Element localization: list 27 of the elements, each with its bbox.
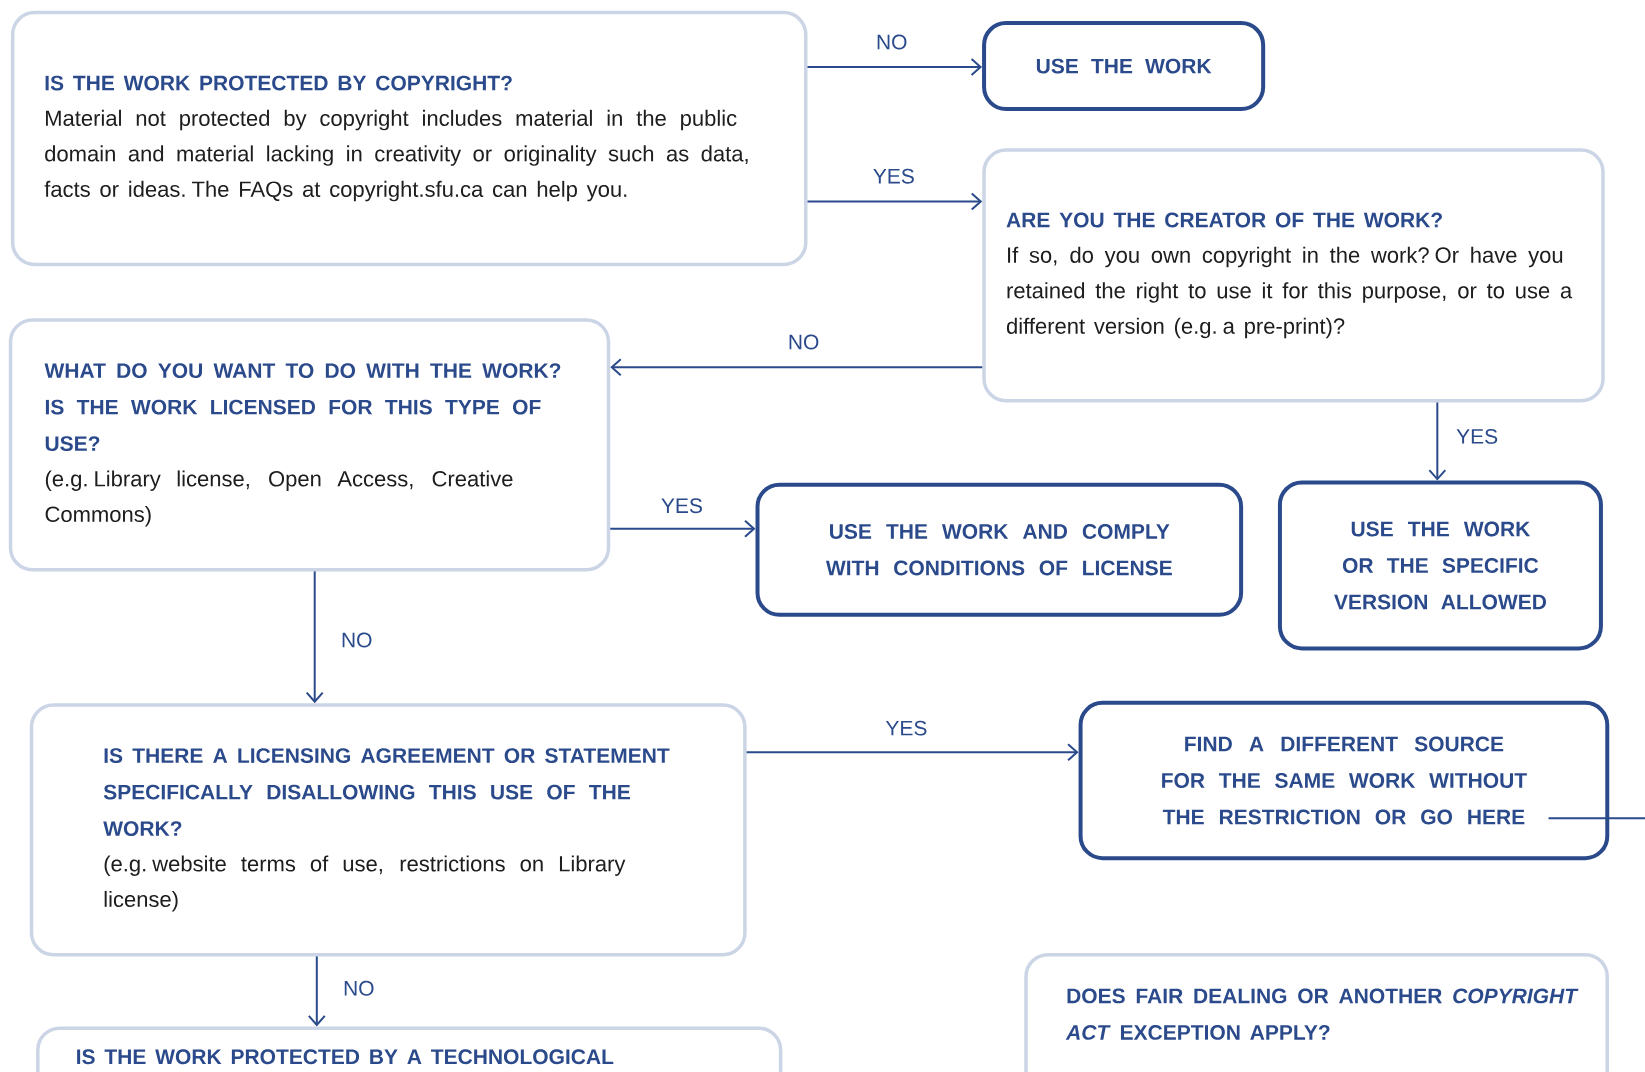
edge-label: NO xyxy=(786,333,821,351)
action-box: FIND A DIFFERENT SOURCE FOR THE SAME WORK WITHOUT THE RESTRICTION OR GO HERE xyxy=(1078,700,1610,861)
action-box: USE THE WORK OR THE SPECIFIC VERSION ALLOWED xyxy=(1277,480,1603,651)
edge-label: YES xyxy=(884,719,929,737)
action-box: USE THE WORK AND COMPLY WITH CONDITIONS OF LICENSE xyxy=(755,482,1244,617)
edge-label: YES xyxy=(1455,427,1500,445)
question-box: ARE YOU THE CREATOR OF THE WORK? If so, do you own copyright in the work? Or have you retained the right to use it for this purpose, or to use a different version (e.g. a pre-print)? xyxy=(982,148,1605,403)
arrow xyxy=(307,955,326,1027)
edge-label: NO xyxy=(342,979,376,997)
question-box: IS THERE A LICENSING AGREEMENT OR STATEMENT SPECIFICALLY DISALLOWING THIS USE OF THE WORK? (e.g. website terms of use, restrictions on Library license) xyxy=(29,703,747,957)
arrow xyxy=(806,192,983,211)
question-box: IS THE WORK PROTECTED BY A TECHNOLOGICAL xyxy=(36,1026,783,1072)
question-box: DOES FAIR DEALING OR ANOTHER COPYRIGHT ACT EXCEPTION APPLY? xyxy=(1024,952,1609,1072)
question-box: IS THE WORK PROTECTED BY COPYRIGHT? Material not protected by copyright includes material in the public domain and material lacking in creativity or originality such as data, facts or ideas. The FAQs at copyright.sfu.ca can help you. xyxy=(10,10,808,267)
edge-label: YES xyxy=(659,497,704,515)
connector-line xyxy=(1547,817,1645,820)
arrow xyxy=(610,358,984,377)
question-box: WHAT DO YOU WANT TO DO WITH THE WORK? IS THE WORK LICENSED FOR THIS TYPE OF USE? (e.g. Library license, Open Access, Creative Commons) xyxy=(8,318,611,572)
action-box: USE THE WORK xyxy=(982,21,1266,112)
edge-label: YES xyxy=(871,167,916,185)
arrow xyxy=(1428,401,1447,481)
arrow xyxy=(609,519,756,538)
arrow xyxy=(745,743,1079,762)
arrow xyxy=(305,570,324,704)
arrow xyxy=(806,58,983,77)
edge-label: NO xyxy=(874,33,909,51)
edge-label: NO xyxy=(339,631,374,649)
